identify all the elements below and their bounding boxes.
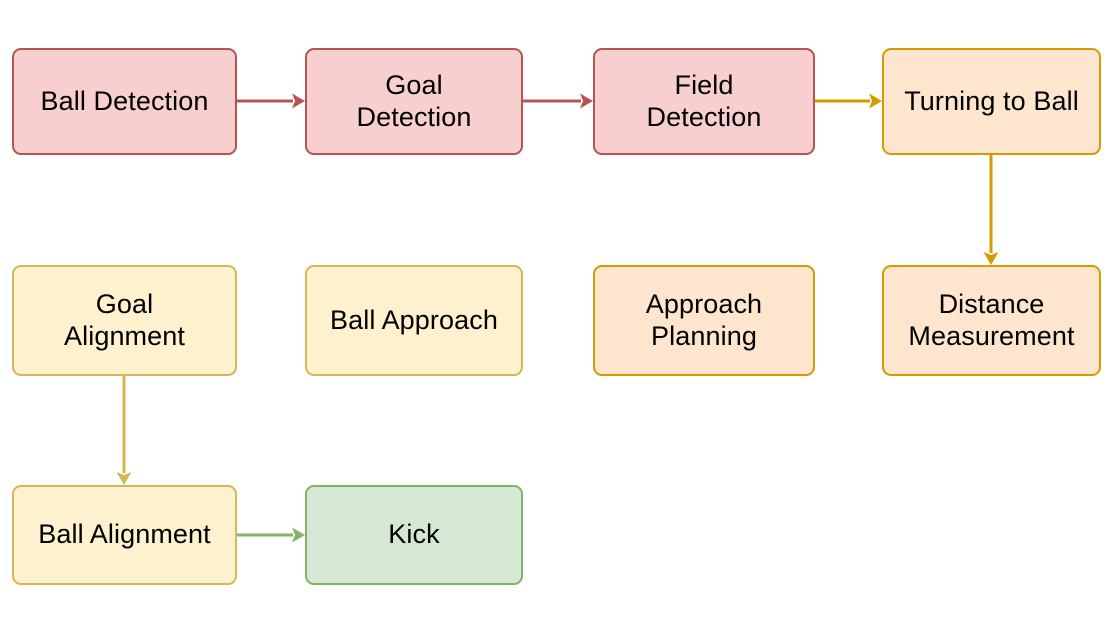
node-label: Distance Measurement xyxy=(908,288,1075,351)
node-field-detection[interactable]: Field Detection xyxy=(593,48,815,155)
node-ball-approach[interactable]: Ball Approach xyxy=(305,265,523,376)
node-distance-measurement[interactable]: Distance Measurement xyxy=(882,265,1101,376)
node-label: Field Detection xyxy=(646,69,762,132)
node-kick[interactable]: Kick xyxy=(305,485,523,585)
node-label: Ball Approach xyxy=(330,304,498,335)
node-label: Ball Alignment xyxy=(38,519,211,550)
node-label: Turning to Ball xyxy=(904,85,1079,116)
edge-goal-detection-to-field-detection xyxy=(523,93,593,109)
node-turning-to-ball[interactable]: Turning to Ball xyxy=(882,48,1101,155)
node-label: Ball Detection xyxy=(40,85,209,116)
node-approach-planning[interactable]: Approach Planning xyxy=(593,265,815,376)
edge-turning-to-ball-to-distance-measurement xyxy=(983,155,999,265)
node-label: Kick xyxy=(388,519,440,550)
node-goal-alignment[interactable]: Goal Alignment xyxy=(12,265,237,376)
edge-goal-alignment-to-ball-alignment xyxy=(116,376,132,485)
node-ball-alignment[interactable]: Ball Alignment xyxy=(12,485,237,585)
node-goal-detection[interactable]: Goal Detection xyxy=(305,48,523,155)
node-label: Goal Detection xyxy=(356,69,472,132)
edge-ball-detection-to-goal-detection xyxy=(237,93,305,109)
node-label: Goal Alignment xyxy=(64,288,185,351)
edge-field-detection-to-turning-to-ball xyxy=(815,93,882,109)
edge-ball-alignment-to-kick xyxy=(237,527,305,543)
node-ball-detection[interactable]: Ball Detection xyxy=(12,48,237,155)
node-label: Approach Planning xyxy=(645,288,763,351)
